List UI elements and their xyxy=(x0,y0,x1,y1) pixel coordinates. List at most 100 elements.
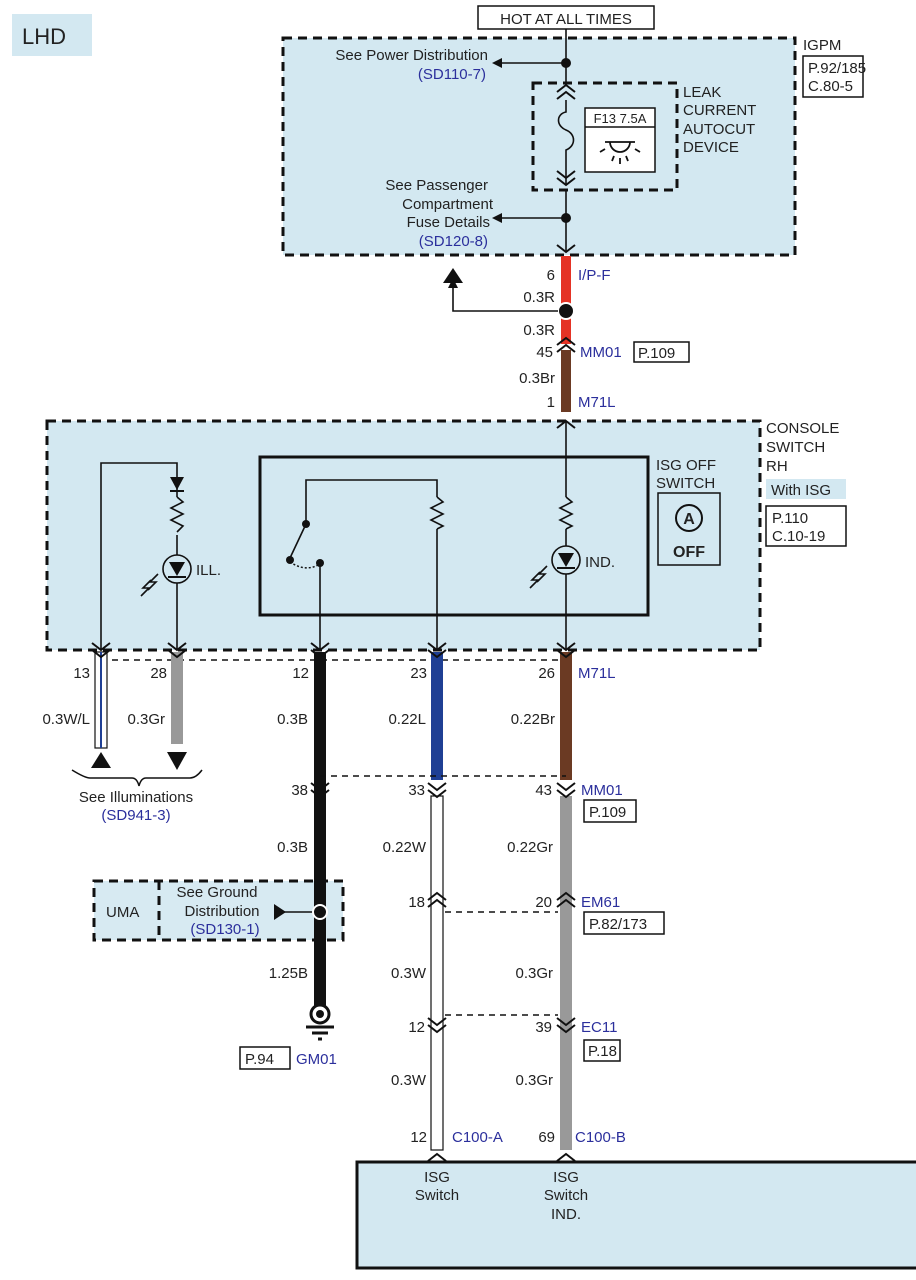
svg-text:20: 20 xyxy=(535,894,552,911)
svg-text:ISG: ISG xyxy=(553,1169,579,1186)
led-ill-icon xyxy=(140,554,192,597)
ref-em61[interactable]: P.82/173 xyxy=(589,916,647,933)
connector-chevron xyxy=(556,419,576,429)
connector-chevron xyxy=(556,343,576,353)
ground-ref[interactable]: P.94 xyxy=(245,1051,274,1068)
svg-text:C.10-19: C.10-19 xyxy=(772,528,825,545)
svg-text:0.3B: 0.3B xyxy=(277,839,308,856)
svg-text:0.3R: 0.3R xyxy=(523,289,555,306)
svg-text:0.22Br: 0.22Br xyxy=(511,711,555,728)
svg-text:DEVICE: DEVICE xyxy=(683,139,739,156)
fuse-box: F13 7.5A xyxy=(584,107,656,173)
connector-chevron xyxy=(167,649,187,659)
conn-gm01[interactable]: GM01 xyxy=(296,1051,337,1068)
svg-text:ISG: ISG xyxy=(424,1169,450,1186)
fuse-symbol xyxy=(557,100,575,184)
wire-blue xyxy=(431,652,443,780)
svg-text:OFF: OFF xyxy=(673,544,705,561)
connector-chevron xyxy=(556,642,576,652)
connector-chevron xyxy=(310,782,330,792)
svg-text:Distribution: Distribution xyxy=(184,903,259,920)
svg-text:28: 28 xyxy=(150,665,167,682)
conn-m71l[interactable]: M71L xyxy=(578,394,616,411)
connector-chevron xyxy=(556,177,576,187)
conn-ec11[interactable]: EC11 xyxy=(581,1019,617,1036)
svg-text:ISG OFF: ISG OFF xyxy=(656,457,716,474)
svg-text:38: 38 xyxy=(291,782,308,799)
svg-text:23: 23 xyxy=(410,665,427,682)
wire-brown-top xyxy=(561,350,571,412)
svg-text:See Passenger: See Passenger xyxy=(385,177,488,194)
conn-mm01[interactable]: MM01 xyxy=(580,344,622,361)
connector-chevron xyxy=(556,244,576,254)
wire-gray-ill xyxy=(171,652,183,744)
connector-chevron xyxy=(556,83,576,93)
isg-off-switch xyxy=(258,455,650,617)
region-label: LHD xyxy=(12,14,92,56)
isg-off-icon: A OFF xyxy=(657,492,721,566)
connector-chevron xyxy=(427,1017,447,1027)
connector-chevron xyxy=(310,642,330,652)
connector-chevron xyxy=(427,789,447,799)
svg-text:33: 33 xyxy=(408,782,425,799)
ref-ec11[interactable]: P.18 xyxy=(588,1043,617,1060)
connector-chevron xyxy=(556,891,576,901)
resistor-icon xyxy=(169,496,185,533)
conn-m71l-lower[interactable]: M71L xyxy=(578,665,616,682)
svg-text:43: 43 xyxy=(535,782,552,799)
option-badge: With ISG xyxy=(771,482,831,499)
connector-chevron xyxy=(556,898,576,908)
connector-chevron xyxy=(310,649,330,659)
svg-text:0.22L: 0.22L xyxy=(388,711,426,728)
connector-chevron xyxy=(167,642,187,652)
svg-text:39: 39 xyxy=(535,1019,552,1036)
diode-icon xyxy=(170,477,184,490)
ground-dist-link[interactable]: (SD130-1) xyxy=(190,921,259,938)
wire-brown xyxy=(560,652,572,780)
svg-text:CONSOLE: CONSOLE xyxy=(766,420,839,437)
svg-text:ILL.: ILL. xyxy=(196,562,221,579)
splice xyxy=(557,302,575,320)
igpm-ref-box: P.92/185 C.80-5 xyxy=(802,55,866,98)
conn-ipf[interactable]: I/P-F xyxy=(578,267,611,284)
connector-chevron xyxy=(556,649,576,659)
power-dist-link[interactable]: (SD110-7) xyxy=(418,66,486,83)
svg-text:26: 26 xyxy=(538,665,555,682)
svg-text:P.110: P.110 xyxy=(772,510,808,527)
ref-mm01[interactable]: P.109 xyxy=(638,345,675,362)
connector-chevron xyxy=(310,789,330,799)
svg-text:0.3Br: 0.3Br xyxy=(519,370,555,387)
svg-text:0.3W/L: 0.3W/L xyxy=(42,711,90,728)
svg-text:See Illuminations: See Illuminations xyxy=(79,789,193,806)
ref-mm01-lower[interactable]: P.109 xyxy=(589,804,626,821)
connector-chevron xyxy=(427,642,447,652)
fuse-details-link[interactable]: (SD120-8) xyxy=(419,233,488,250)
conn-mm01-lower[interactable]: MM01 xyxy=(581,782,623,799)
igpm-label: IGPM xyxy=(803,37,841,54)
svg-text:CURRENT: CURRENT xyxy=(683,102,756,119)
illum-link[interactable]: (SD941-3) xyxy=(101,807,170,824)
svg-text:AUTOCUT: AUTOCUT xyxy=(683,121,755,138)
connector-chevrons xyxy=(91,83,576,1162)
svg-text:UMA: UMA xyxy=(106,904,139,921)
svg-text:0.22Gr: 0.22Gr xyxy=(507,839,553,856)
svg-text:C.80-5: C.80-5 xyxy=(808,78,853,95)
ground-icon xyxy=(306,1003,334,1041)
connector-chevron xyxy=(556,789,576,799)
svg-text:0.3W: 0.3W xyxy=(391,1072,427,1089)
console-switch-rh xyxy=(45,419,762,652)
conn-c100b[interactable]: C100-B xyxy=(575,1129,626,1146)
svg-text:45: 45 xyxy=(536,344,553,361)
svg-text:A: A xyxy=(683,511,695,528)
svg-text:1: 1 xyxy=(547,394,555,411)
power-source-label: HOT AT ALL TIMES xyxy=(477,5,655,30)
conn-c100a[interactable]: C100-A xyxy=(452,1129,503,1146)
wire-white xyxy=(430,795,444,1151)
svg-text:0.3R: 0.3R xyxy=(523,322,555,339)
connector-chevron xyxy=(427,891,447,901)
svg-text:HOT AT ALL TIMES: HOT AT ALL TIMES xyxy=(500,11,632,28)
connector-chevron xyxy=(91,649,111,659)
conn-em61[interactable]: EM61 xyxy=(581,894,620,911)
connector-chevron xyxy=(556,90,576,100)
